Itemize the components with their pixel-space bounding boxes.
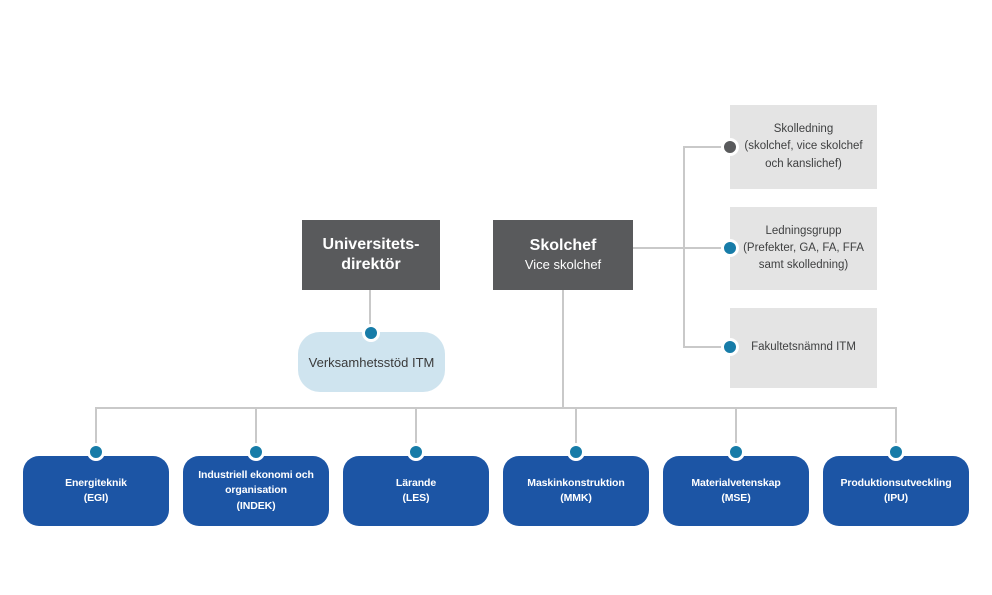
node-skolledning: Skolledning (skolchef, vice skolchef och… — [730, 105, 877, 189]
node-dept-mse: Materialvetenskap (MSE) — [663, 456, 809, 526]
connector-stub-mmk — [575, 409, 577, 452]
node-skolchef-title: Skolchef — [529, 237, 597, 255]
node-ledningsgrupp-label: Ledningsgrupp (Prefekter, GA, FA, FFA sa… — [743, 224, 864, 272]
node-fakultetsnamnd-label: Fakultetsnämnd ITM — [751, 341, 856, 354]
node-dept-indek: Industriell ekonomi och organisation (IN… — [183, 456, 329, 526]
dot-verksamhetsstod — [362, 324, 380, 342]
node-universitetsdirektor-label: Universitets- direktör — [322, 236, 420, 273]
dot-dept-mmk — [567, 443, 585, 461]
connector-stub-fakultetsnamnd — [683, 346, 730, 348]
node-dept-mmk: Maskinkonstruktion (MMK) — [503, 456, 649, 526]
node-skolledning-label: Skolledning (skolchef, vice skolchef och… — [744, 123, 863, 170]
node-universitetsdirektor: Universitets- direktör — [302, 220, 440, 290]
dot-ledningsgrupp — [721, 239, 739, 257]
connector-stub-egi — [95, 409, 97, 452]
node-ledningsgrupp: Ledningsgrupp (Prefekter, GA, FA, FFA sa… — [730, 207, 877, 290]
node-fakultetsnamnd: Fakultetsnämnd ITM — [730, 308, 877, 388]
connector-skolchef-down — [562, 290, 564, 408]
connector-stub-skolledning — [683, 146, 730, 148]
node-dept-egi-label: Energiteknik (EGI) — [65, 476, 127, 504]
connector-ud-to-verksamhetsstod — [369, 290, 371, 333]
dot-skolledning — [721, 138, 739, 156]
node-dept-egi: Energiteknik (EGI) — [23, 456, 169, 526]
connector-stub-indek — [255, 409, 257, 452]
node-dept-ipu-label: Produktionsutveckling (IPU) — [840, 476, 952, 504]
node-verksamhetsstod-label: Verksamhetsstöd ITM — [308, 354, 435, 370]
dot-dept-ipu — [887, 443, 905, 461]
node-dept-les: Lärande (LES) — [343, 456, 489, 526]
node-dept-les-label: Lärande (LES) — [395, 476, 437, 504]
node-dept-ipu: Produktionsutveckling (IPU) — [823, 456, 969, 526]
dot-fakultetsnamnd — [721, 338, 739, 356]
node-skolchef-subtitle: Vice skolchef — [524, 257, 602, 273]
dot-dept-egi — [87, 443, 105, 461]
connector-stub-les — [415, 409, 417, 452]
node-dept-mmk-label: Maskinkonstruktion (MMK) — [527, 476, 625, 504]
connector-stub-mse — [735, 409, 737, 452]
node-dept-mse-label: Materialvetenskap (MSE) — [691, 476, 781, 504]
connector-skolchef-right — [633, 247, 730, 249]
node-skolchef: Skolchef Vice skolchef — [493, 220, 633, 290]
dot-dept-les — [407, 443, 425, 461]
connector-stub-ipu — [895, 409, 897, 452]
node-verksamhetsstod: Verksamhetsstöd ITM — [298, 332, 445, 392]
dot-dept-indek — [247, 443, 265, 461]
connector-bottom-rail — [95, 407, 897, 409]
node-dept-indek-label: Industriell ekonomi och organisation (IN… — [198, 469, 314, 512]
connector-right-vertical — [683, 146, 685, 348]
dot-dept-mse — [727, 443, 745, 461]
